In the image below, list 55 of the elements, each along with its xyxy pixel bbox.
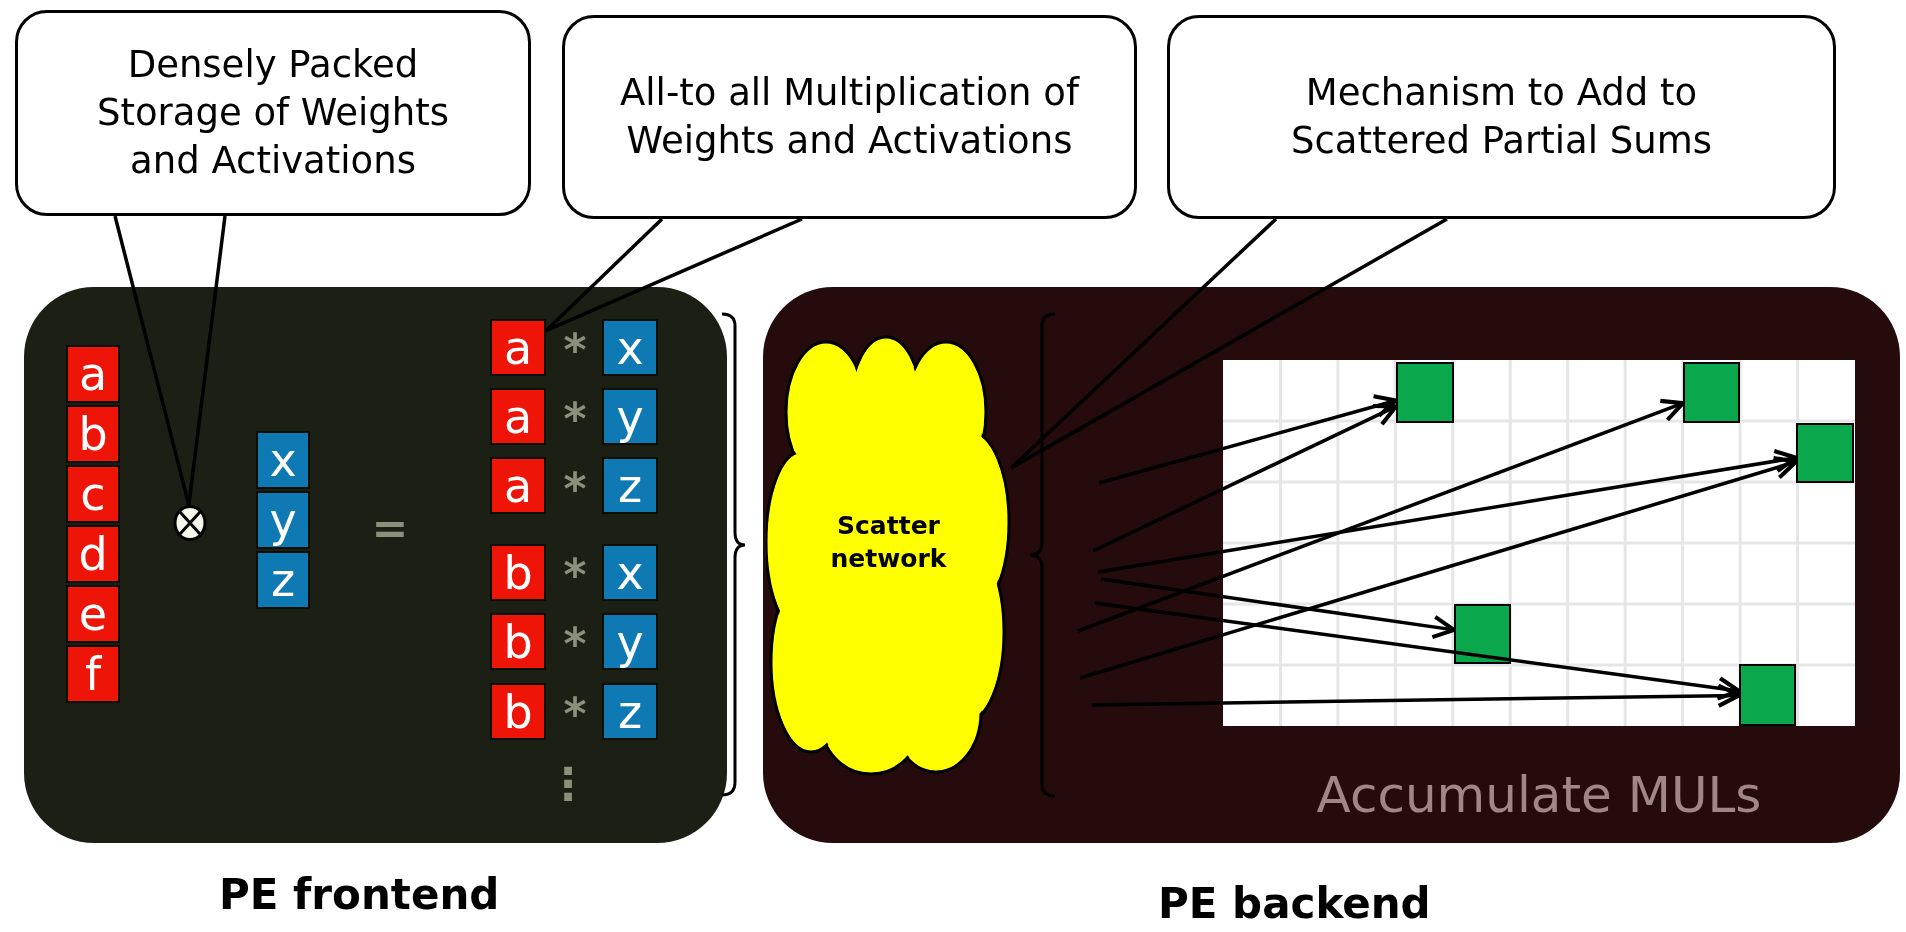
arrow — [1077, 398, 1686, 633]
weight-cell: e — [66, 585, 120, 643]
weight-cell: c — [66, 465, 120, 523]
weight-cell: a — [490, 319, 546, 376]
panel-caption: PE frontend — [219, 870, 500, 919]
activation-cell: z — [256, 551, 310, 609]
callout-pointer — [544, 217, 804, 333]
activation-cell: y — [602, 613, 658, 670]
weight-cell: b — [490, 544, 546, 601]
callout-pointer — [113, 214, 227, 507]
arrow — [1079, 455, 1799, 680]
activation-cell: z — [602, 683, 658, 740]
callout-bubble — [1167, 15, 1836, 219]
weight-cell: a — [490, 457, 546, 514]
callout-bubble — [15, 10, 531, 216]
weight-cell: b — [66, 405, 120, 463]
callout-text: Mechanism to Add to Scattered Partial Sums — [1290, 69, 1713, 164]
accumulator-square — [1796, 423, 1854, 483]
operator-symbol: * — [563, 323, 587, 375]
activation-cell: y — [256, 491, 310, 549]
weight-cell: b — [490, 683, 546, 740]
weight-cell: f — [66, 645, 120, 703]
arrow — [1097, 448, 1799, 574]
accumulator-square — [1683, 362, 1740, 423]
activation-cell: x — [602, 319, 658, 376]
activation-cell: x — [602, 544, 658, 601]
operator-symbol: * — [563, 392, 587, 444]
cloud-label: Scatter network — [829, 510, 948, 575]
grid-caption: Accumulate MULs — [1315, 766, 1763, 824]
activation-cell: x — [256, 431, 310, 489]
callout-bubble — [562, 15, 1137, 219]
operator-symbol: * — [563, 617, 587, 669]
operator-symbol: ⋮ — [546, 757, 590, 809]
arrow — [1092, 403, 1399, 553]
arrow — [1094, 601, 1742, 701]
panel-caption: PE backend — [1158, 879, 1431, 928]
activation-cell: z — [602, 457, 658, 514]
arrow — [1091, 683, 1742, 708]
operator-symbol: * — [563, 548, 587, 600]
operator-symbol: * — [563, 687, 587, 739]
accumulator-square — [1739, 664, 1796, 726]
activation-cell: y — [602, 388, 658, 445]
operator-symbol: = — [371, 501, 409, 553]
accumulator-square — [1396, 362, 1454, 423]
arrow — [1098, 394, 1399, 485]
callout-pointer — [1009, 217, 1449, 470]
arrow — [1100, 577, 1457, 640]
callout-text: Densely Packed Storage of Weights and Activations — [95, 41, 451, 185]
accumulator-square — [1454, 604, 1511, 664]
weight-cell: d — [66, 525, 120, 583]
weight-cell: a — [66, 345, 120, 403]
callout-text: All-to all Multiplication of Weights and Activations — [619, 69, 1081, 164]
weight-cell: a — [490, 388, 546, 445]
operator-symbol: * — [563, 462, 587, 514]
weight-cell: b — [490, 613, 546, 670]
